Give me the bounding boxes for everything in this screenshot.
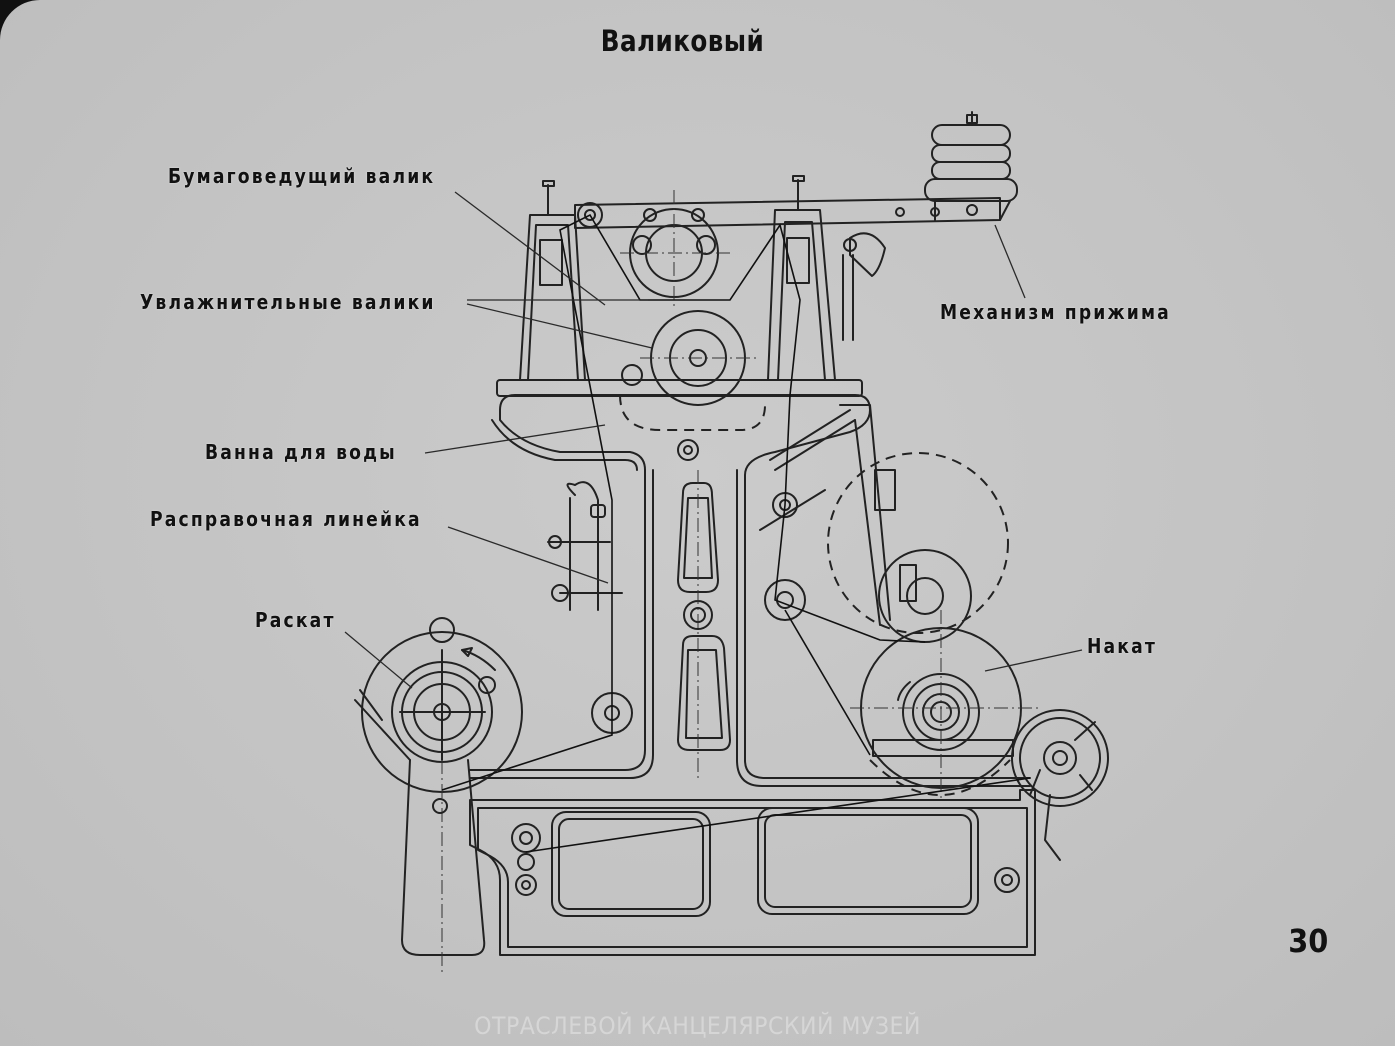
paper-guide-roller-drawing bbox=[620, 190, 730, 310]
guide-pulleys bbox=[511, 823, 541, 896]
label-dampening-rollers: Увлажнительные валики bbox=[140, 290, 436, 314]
paper-path bbox=[441, 213, 1031, 853]
watermark: ОТРАСЛЕВОЙ КАНЦЕЛЯРСКИЙ МУЗЕЙ bbox=[474, 1012, 921, 1040]
slide-title: Валиковый bbox=[600, 24, 765, 58]
spreading-bar-drawing bbox=[547, 481, 633, 734]
pressure-spring bbox=[924, 111, 1018, 221]
label-spreading-bar: Расправочная линейка bbox=[150, 507, 422, 531]
label-water-bath: Ванна для воды bbox=[205, 440, 397, 464]
leader-lines bbox=[344, 191, 1083, 689]
top-frame bbox=[496, 111, 1018, 397]
unwind-drawing bbox=[354, 617, 523, 975]
label-unwind: Раскат bbox=[255, 608, 336, 632]
rewind-drawing bbox=[827, 404, 1109, 861]
label-pressure-mechanism: Механизм прижима bbox=[940, 300, 1171, 324]
base-frame bbox=[469, 789, 1036, 956]
central-column bbox=[469, 394, 1031, 787]
column-pulleys bbox=[759, 409, 856, 621]
dampening-roller-drawing bbox=[619, 310, 766, 461]
page-number: 30 bbox=[1288, 922, 1329, 960]
label-rewind: Накат bbox=[1087, 634, 1158, 658]
label-paper-guide-roller: Бумаговедущий валик bbox=[168, 164, 436, 188]
